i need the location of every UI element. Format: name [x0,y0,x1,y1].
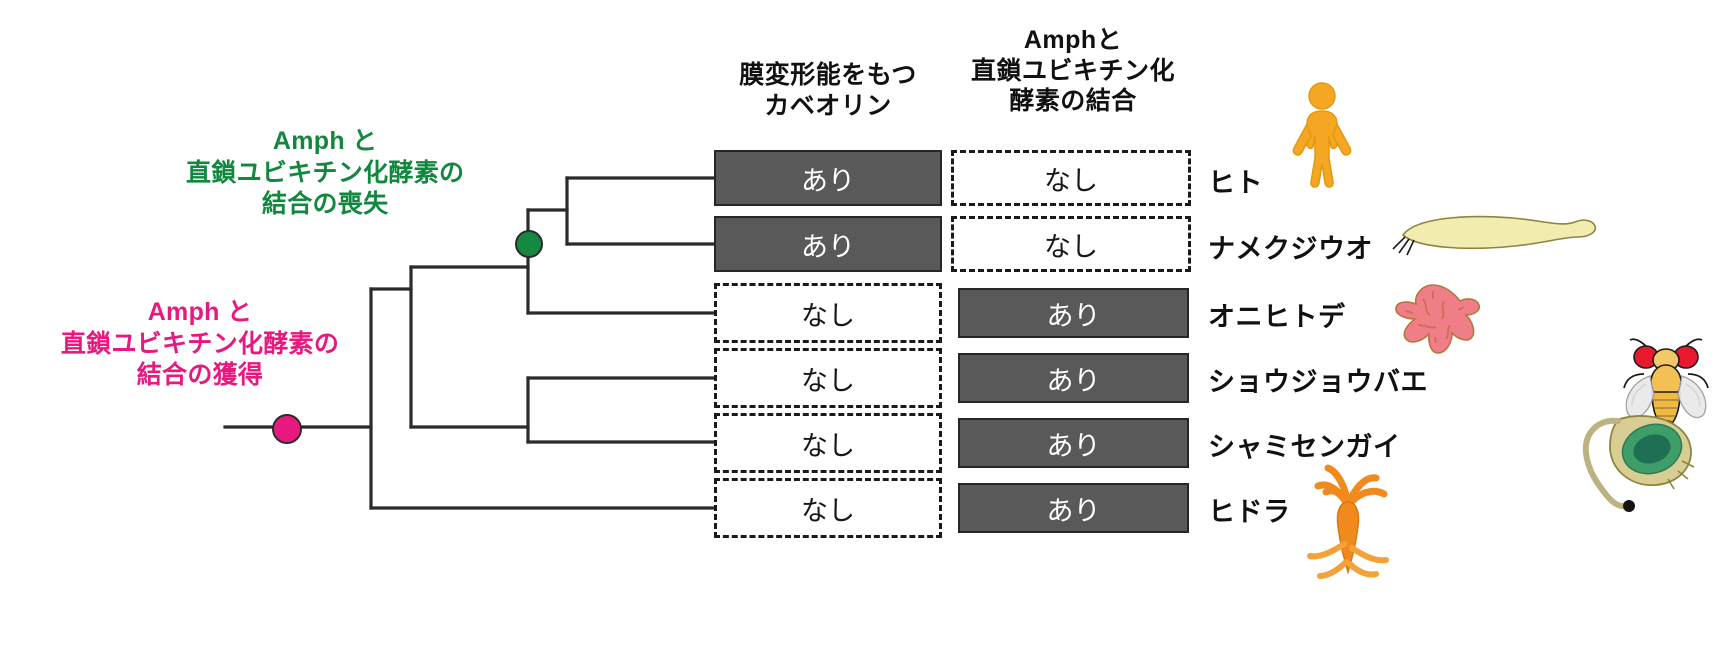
column-header-caveolin: 膜変形能をもつ カベオリン [706,60,950,121]
starfish-icon [1378,277,1488,362]
cell-binding-row3: あり [958,353,1189,403]
cell-binding-row2: あり [958,288,1189,338]
column-header-caveolin-line1: 膜変形能をもつ [739,61,917,89]
node-dot-loss-event [515,230,543,258]
human-icon [1288,82,1356,195]
species-label-row0: ヒト [1208,168,1263,198]
cell-caveolin-row1: あり [714,216,942,272]
amphioxus-icon [1385,205,1600,270]
event-label-loss-line1: Amph と [272,127,378,155]
lingula-icon [1560,405,1710,520]
column-header-binding-line1: Amphと [1023,26,1123,54]
cell-binding-row4: あり [958,418,1189,468]
event-label-loss-line2: 直鎖ユビキチン化酵素の [186,158,465,187]
species-label-row2: オニヒトデ [1208,302,1346,332]
event-label-gain-line3: 結合の獲得 [136,361,264,389]
species-label-row5: ヒドラ [1208,497,1291,527]
event-label-gain-line1: Amph と [147,298,253,326]
species-label-row3: ショウジョウバエ [1208,367,1428,397]
cell-caveolin-row0: あり [714,150,942,206]
node-dot-gain-event [272,414,302,444]
event-label-loss-line3: 結合の喪失 [261,190,389,218]
column-header-binding: Amphと 直鎖ユビキチン化 酵素の結合 [948,25,1198,117]
column-header-binding-line3: 酵素の結合 [1009,87,1137,115]
cell-caveolin-row3: なし [714,348,942,408]
cell-binding-row1: なし [951,216,1191,272]
event-label-gain-line2: 直鎖ユビキチン化酵素の [60,329,340,358]
cell-caveolin-row5: なし [714,478,942,538]
species-label-row1: ナメクジウオ [1208,234,1373,264]
phylogenetic-tree [223,176,716,510]
event-label-gain: Amph と 直鎖ユビキチン化酵素の 結合の獲得 [0,297,400,392]
cell-caveolin-row4: なし [714,413,942,473]
species-label-row4: シャミセンガイ [1208,432,1401,462]
cell-binding-row5: あり [958,483,1189,533]
column-header-caveolin-line2: カベオリン [764,91,892,120]
cell-binding-row0: なし [951,150,1191,206]
hydra-icon [1288,462,1408,585]
cell-caveolin-row2: なし [714,283,942,343]
column-header-binding-line2: 直鎖ユビキチン化 [970,56,1175,85]
fruitfly-icon [1618,330,1714,440]
event-label-loss: Amph と 直鎖ユビキチン化酵素の 結合の喪失 [186,126,464,221]
